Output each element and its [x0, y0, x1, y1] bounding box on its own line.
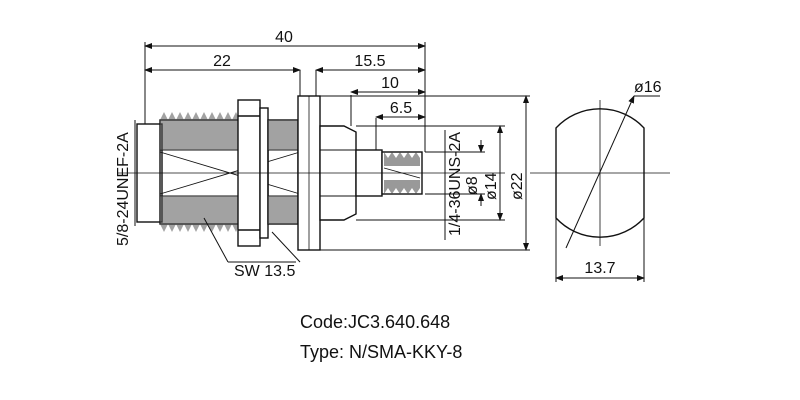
panel-cutout-view	[530, 95, 670, 282]
part-code: Code:JC3.640.648	[300, 312, 451, 332]
dimension-labels: 40 22 15.5 10 6.5 ø8 ø14 ø22 5/8-24UNEF-…	[115, 29, 526, 280]
thread-teeth-top	[160, 112, 240, 150]
dim-label-15-5: 15.5	[354, 53, 385, 70]
dim-label-dia-8: ø8	[464, 176, 481, 195]
cutout-dia-label: ø16	[634, 79, 662, 96]
wrench-size-label: SW 13.5	[234, 263, 295, 280]
part-type: Type: N/SMA-KKY-8	[300, 342, 463, 362]
thread-teeth-bottom	[160, 196, 240, 232]
dimensions	[134, 42, 530, 263]
dim-label-40: 40	[275, 29, 293, 46]
dim-label-22: 22	[213, 53, 231, 70]
dim-label-10: 10	[381, 75, 399, 92]
front-thread-label: 1/4-36UNS-2A	[447, 132, 464, 236]
rear-thread-label: 5/8-24UNEF-2A	[115, 132, 132, 246]
connector-side-view	[118, 95, 505, 251]
dim-label-dia-22: ø22	[509, 172, 526, 200]
dim-label-dia-14: ø14	[483, 172, 500, 200]
dim-label-6-5: 6.5	[390, 100, 412, 117]
cutout-flat-label: 13.7	[584, 260, 615, 277]
